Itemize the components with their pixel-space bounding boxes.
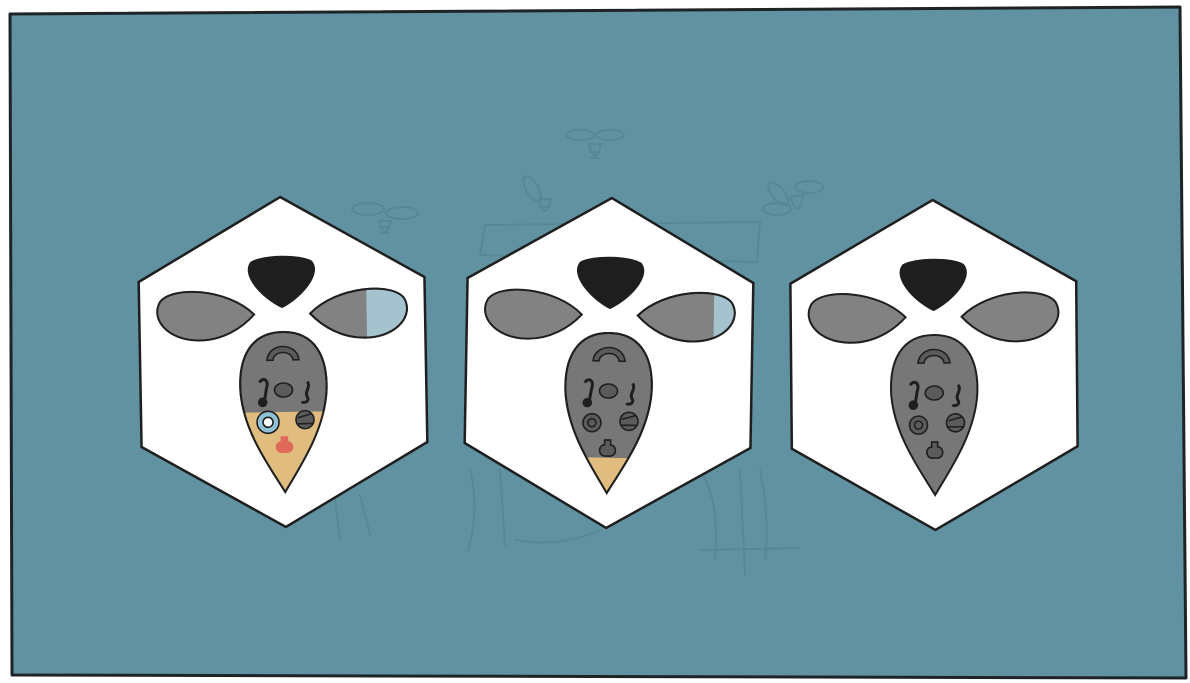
ring-organ-core bbox=[263, 417, 273, 427]
left-organ-dot bbox=[909, 401, 917, 409]
center-organ bbox=[925, 386, 943, 400]
center-organ bbox=[274, 383, 292, 397]
center-organ bbox=[599, 384, 617, 398]
left-organ-dot bbox=[583, 399, 591, 407]
ring-organ bbox=[583, 414, 601, 432]
left-organ-dot bbox=[259, 398, 267, 406]
ring-organ bbox=[909, 416, 927, 434]
